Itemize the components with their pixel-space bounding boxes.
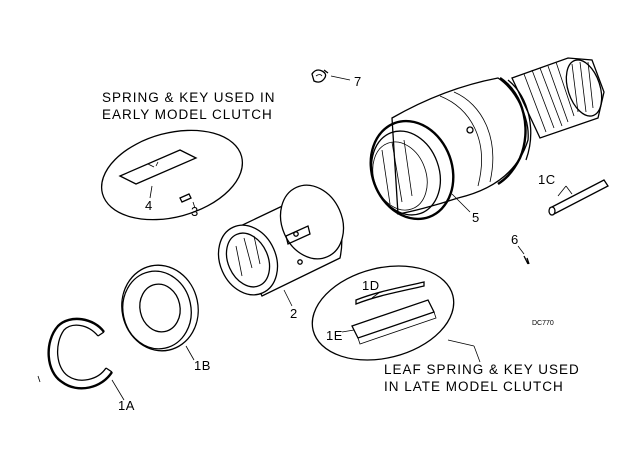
drawing-code: DC770: [532, 320, 554, 327]
label-3: 3: [191, 204, 199, 219]
leader-1c: [557, 185, 567, 197]
part-1c-pin: [548, 179, 609, 216]
label-4: 4: [145, 198, 153, 213]
part-6-small-pin: [517, 245, 530, 265]
early-model-oval: [100, 129, 244, 221]
label-1c: 1C: [538, 172, 556, 187]
label-7: 7: [354, 74, 362, 89]
label-1e: 1E: [326, 328, 343, 343]
label-1d: 1D: [362, 278, 380, 293]
late-caption-line2: IN LATE MODEL CLUTCH: [384, 379, 564, 394]
early-caption-line1: SPRING & KEY USED IN: [102, 90, 276, 105]
label-1a: 1A: [118, 398, 135, 413]
label-1b: 1B: [194, 358, 211, 373]
late-model-oval: [311, 265, 481, 363]
part-5-clutch-housing: [369, 57, 605, 221]
label-6: 6: [511, 232, 519, 247]
early-caption-line2: EARLY MODEL CLUTCH: [102, 107, 273, 122]
late-caption-line1: LEAF SPRING & KEY USED: [384, 362, 580, 377]
part-1a-snap-ring: [37, 317, 125, 401]
label-2: 2: [290, 306, 298, 321]
part-1b-washer: [121, 264, 199, 361]
part-7-clip: [311, 69, 351, 83]
label-5: 5: [472, 210, 480, 225]
part-2-sleeve: [217, 184, 345, 307]
